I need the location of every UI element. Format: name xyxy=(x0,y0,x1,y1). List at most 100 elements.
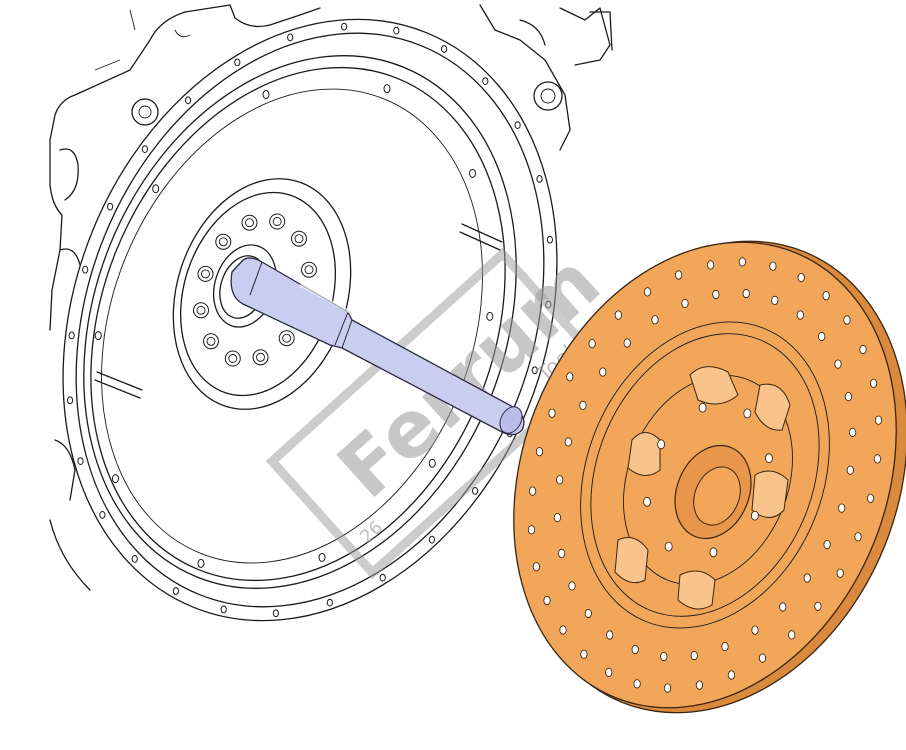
flywheel-hole xyxy=(393,26,400,35)
disc-rivet-hole xyxy=(631,644,639,655)
disc-rivet-hole xyxy=(834,359,842,369)
disc-rivet-hole xyxy=(797,272,805,283)
hub-bolt-head xyxy=(228,354,238,363)
disc-rivet-hole xyxy=(843,315,851,325)
disc-rivet-hole xyxy=(779,602,787,612)
disc-hub-hole xyxy=(698,402,707,413)
disc-rivet-hole xyxy=(543,595,551,606)
disc-rivet-hole xyxy=(873,454,882,464)
flywheel-hole xyxy=(326,598,333,607)
flywheel-hole xyxy=(428,458,436,468)
disc-rivet-hole xyxy=(568,581,576,591)
flywheel-hole xyxy=(107,202,114,211)
flywheel-hole xyxy=(428,535,435,544)
flywheel-hole xyxy=(472,487,479,495)
disc-rivet-hole xyxy=(588,339,596,349)
disc-rivet-hole xyxy=(818,331,826,342)
flywheel-hole xyxy=(185,96,192,105)
disc-rivet-hole xyxy=(663,683,672,693)
disc-hub-hole xyxy=(643,496,651,507)
hub-bolt-head xyxy=(272,217,282,226)
disc-rivet-hole xyxy=(869,378,878,388)
disc-rivet-hole xyxy=(614,310,622,320)
disc-rivet-hole xyxy=(599,367,607,377)
hub-bolt xyxy=(193,302,209,319)
disc-rivet-hole xyxy=(712,289,720,300)
damper-springs xyxy=(614,366,791,610)
flywheel-hole xyxy=(262,90,270,99)
flywheel-hole xyxy=(287,33,294,42)
disc-rivet-hole xyxy=(721,641,729,652)
disc-rivet-hole xyxy=(535,447,544,457)
disc-rivet-hole xyxy=(564,437,572,447)
flywheel-hole xyxy=(197,558,205,568)
disc-rivet-hole xyxy=(532,562,541,572)
disc-rivet-hole xyxy=(580,649,588,659)
flywheel-hole xyxy=(379,573,386,582)
disc-rivet-hole xyxy=(874,415,883,425)
disc-rivet-hole xyxy=(553,512,562,523)
disc-rivet-hole xyxy=(674,270,683,280)
disc-rivet-hole xyxy=(758,653,767,663)
flywheel-hole xyxy=(99,511,106,519)
disc-rivet-hole xyxy=(605,667,613,678)
disc-rivet-hole xyxy=(633,679,641,689)
disc-rivet-hole xyxy=(559,625,567,635)
disc-rivet-hole xyxy=(681,298,689,308)
flywheel-hole xyxy=(152,184,160,194)
flywheel-hole xyxy=(131,555,138,563)
hub-bolt xyxy=(301,261,317,278)
flywheel-hole xyxy=(67,396,74,405)
disc-rivet-hole xyxy=(751,625,759,635)
disc-rivet-hole xyxy=(556,475,564,485)
disc-rivet-hole xyxy=(796,310,804,320)
disc-hub-hole xyxy=(664,541,673,552)
disc-rivet-hole xyxy=(548,408,556,418)
disc-rivet-hole xyxy=(769,261,777,271)
hub-bolt-head xyxy=(201,269,210,279)
flywheel-hole xyxy=(531,366,538,375)
disc-rivet-hole xyxy=(706,260,715,270)
hub-bolt-head xyxy=(206,336,216,346)
disc-rivet-hole xyxy=(742,288,750,299)
disc-rivet-hole xyxy=(803,573,811,583)
disc-rivet-hole xyxy=(643,287,652,297)
disc-rivet-hole xyxy=(727,670,736,680)
disc-rivet-hole xyxy=(651,315,659,325)
flywheel-hole xyxy=(68,331,75,340)
disc-rivet-hole xyxy=(846,465,854,475)
hub-bolt xyxy=(278,330,295,347)
flywheel-hole xyxy=(272,609,279,618)
flywheel-hole xyxy=(482,77,489,85)
disc-rivet-hole xyxy=(528,486,537,496)
disc-rivet-hole xyxy=(823,539,831,550)
hub-bolt xyxy=(197,265,214,282)
disc-rivet-hole xyxy=(866,493,875,503)
hub-bolt-head xyxy=(256,352,265,362)
disc-rivet-hole xyxy=(579,400,587,410)
hub-bolt xyxy=(224,350,241,367)
flywheel-hole xyxy=(441,45,448,53)
disc-rivet-hole xyxy=(814,601,822,611)
disc-rivet-hole xyxy=(848,427,857,437)
clutch-disc xyxy=(513,240,906,714)
flywheel-hole xyxy=(141,145,148,154)
engine-housing xyxy=(49,4,613,591)
disc-rivet-hole xyxy=(623,338,631,348)
disc-rivet-hole xyxy=(606,630,614,640)
hub-bolt-head xyxy=(282,333,292,343)
flywheel-hole xyxy=(546,235,554,244)
disc-rivet-hole xyxy=(660,651,668,662)
disc-hub-hole xyxy=(709,547,718,558)
disc-hub-hole xyxy=(743,408,752,419)
flywheel-ring-holes xyxy=(67,22,554,618)
flywheel-hole xyxy=(112,474,119,484)
flywheel-hole xyxy=(514,121,521,129)
hub-bolt xyxy=(215,233,232,250)
hub-bolt-head xyxy=(304,265,314,275)
disc-rivet-hole xyxy=(836,568,844,578)
disc-rivet-hole xyxy=(566,372,574,382)
hub-bolt xyxy=(203,333,219,350)
disc-hub-hole xyxy=(751,510,759,521)
